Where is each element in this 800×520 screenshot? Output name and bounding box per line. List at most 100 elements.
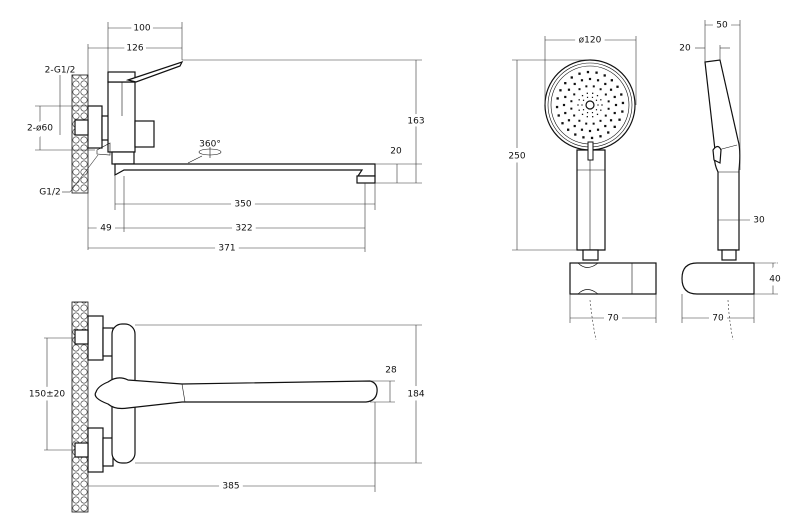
nozzle [591,112,594,114]
shower-head-side-view: 50 20 30 40 70 [679,17,785,341]
faucet-elevation-view: 100 126 163 20 350 49 322 371 2-G1/2 2-ø… [24,21,428,258]
dim-322: 322 [235,224,252,234]
nozzle [592,122,595,125]
nozzle [570,100,573,103]
side-button [712,145,722,164]
nozzle [595,109,598,111]
nozzle [592,116,594,118]
nozzle [604,124,607,128]
nozzle [607,100,610,103]
nozzle [564,82,567,85]
nozzle [610,79,613,82]
nozzle [614,103,618,107]
nozzle [581,104,583,106]
nozzle [613,125,616,128]
nozzle [567,128,570,131]
mixer-body [107,81,136,153]
nozzle [578,119,581,122]
nozzle [596,128,600,131]
nozzle [599,88,602,91]
nozzle [596,94,599,97]
nozzle [573,124,576,128]
nozzle [581,113,584,116]
nozzle [595,71,598,74]
nozzle [600,99,602,101]
dim-20-side: 20 [679,44,691,54]
shower-side-profile [704,59,741,251]
label-rotation: 360° [199,140,221,150]
nozzle [570,107,573,110]
nozzle [591,96,594,98]
nozzle [573,82,576,86]
aerator [356,175,376,184]
nozzle [582,99,585,101]
nozzle [601,104,603,106]
dim-diameter-120: ø120 [579,36,602,46]
label-outlet-thread: G1/2 [39,188,60,198]
nozzle-pattern [555,70,625,140]
nozzle [557,114,560,117]
nozzle [592,85,595,88]
dim-250: 250 [508,152,525,162]
nozzle [616,85,619,88]
nozzle [573,114,576,117]
nozzle [596,113,599,116]
dim-150: 150±20 [29,390,65,400]
nozzle [586,112,589,114]
dim-20: 20 [390,147,402,157]
dim-70-front: 70 [607,314,619,324]
lever-handle [125,60,184,83]
hose-connector-side [721,249,737,261]
spout [114,163,376,177]
nozzle [582,136,585,139]
dim-49: 49 [100,224,112,234]
nozzle [564,111,567,115]
shower-head-front-view: ø120 250 70 [504,32,657,341]
nozzle [604,93,607,96]
wall-flange [87,105,103,149]
nozzle [613,95,616,99]
dim-30: 30 [753,216,765,226]
shower-handle [576,149,606,251]
dim-40: 40 [769,275,781,285]
nozzle [609,88,613,91]
nozzle [559,89,562,92]
nozzle [613,111,616,115]
dim-70-side: 70 [712,314,724,324]
nozzle [564,95,567,99]
nozzle [588,77,592,81]
nozzle [580,128,584,131]
nozzle [578,99,580,101]
nozzle [604,82,607,86]
nozzle [586,96,589,98]
nozzle [607,107,610,110]
nozzle [577,104,579,106]
nozzle [567,119,571,122]
nozzle [578,88,581,91]
nozzle [621,101,625,105]
nozzle [597,104,599,106]
nozzle [578,72,581,75]
wall-section [71,301,89,513]
nozzle [618,118,621,121]
dim-100: 100 [133,24,150,34]
dim-184: 184 [407,390,424,400]
nozzle [578,109,580,111]
faucet-plan-view: 184 28 150±20 385 [25,301,429,513]
nozzle [590,136,594,140]
center-nozzle [585,100,595,110]
lever-plan [94,377,378,410]
nozzle [574,133,577,136]
upper-inlet [74,329,89,345]
nozzle [604,114,607,117]
nozzle [607,131,610,134]
nozzle [556,97,559,100]
holder-side [681,262,755,295]
nozzle [580,79,584,82]
hose-connector [582,249,599,261]
nozzle [603,74,606,77]
label-inlet-thread: 2-G1/2 [45,66,76,76]
nozzle [585,85,588,88]
nozzle [621,110,624,113]
